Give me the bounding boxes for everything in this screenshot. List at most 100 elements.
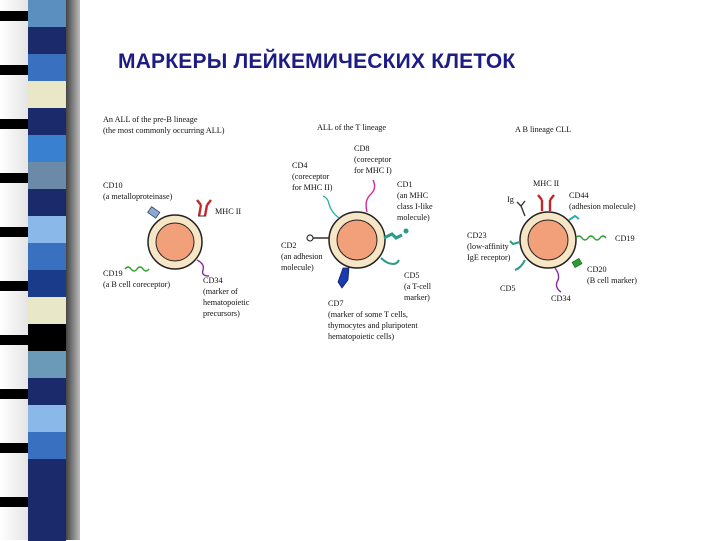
cd7-marker-icon <box>338 268 349 288</box>
cll-cd44-name: CD44 <box>569 191 589 200</box>
pre-b-cd34-desc-2: hematopoietic <box>203 298 250 307</box>
strip-square <box>28 324 66 352</box>
cll-cd23-name: CD23 <box>467 231 487 240</box>
decorative-side-strip <box>0 0 80 540</box>
pre-b-cd19-desc: (a B cell coreceptor) <box>103 280 170 289</box>
cd20-marker-icon <box>572 258 582 267</box>
t-cd4-desc-2: for MHC II) <box>292 183 333 192</box>
cll-cd19-name: CD19 <box>615 234 635 243</box>
strip-square <box>28 189 66 217</box>
cd10-marker-icon <box>148 207 160 218</box>
t-cd1-name: CD1 <box>397 180 412 189</box>
t-cd8-desc-1: (coreceptor <box>354 155 392 164</box>
strip-square <box>28 297 66 325</box>
cll-cd23-desc-1: (low-affinity <box>467 242 510 251</box>
strip-square <box>28 27 66 55</box>
t-cd7-desc-1: (marker of some T cells, <box>328 310 408 319</box>
strip-square <box>28 135 66 163</box>
cd4-marker-icon <box>323 196 339 218</box>
strip-square <box>28 405 66 433</box>
ig-marker-icon <box>517 201 525 216</box>
strip-dash <box>0 11 28 21</box>
cll-cd20-desc: (B cell marker) <box>587 276 637 285</box>
strip-square <box>28 162 66 190</box>
panel-b-lineage-cll: A B lineage CLL MHC II Ig CD44 (adhesion… <box>467 125 637 303</box>
strip-square <box>28 108 66 136</box>
t-heading: ALL of the T lineage <box>317 123 386 132</box>
pre-b-cd34-desc-1: (marker of <box>203 287 238 296</box>
diagram-svg: An ALL of the pre-B lineage (the most co… <box>95 110 695 350</box>
pre-b-cd10-desc: (a metalloproteinase) <box>103 192 173 201</box>
strip-dash <box>0 497 28 507</box>
pre-b-cd19-name: CD19 <box>103 269 123 278</box>
pre-b-cd34-desc-3: precursors) <box>203 309 240 318</box>
pre-b-cd34-name: CD34 <box>203 276 223 285</box>
t-cd5-desc-2: marker) <box>404 293 430 302</box>
strip-square <box>28 459 66 487</box>
strip-dash <box>0 389 28 399</box>
strip-dash <box>0 443 28 453</box>
panel-t-lineage-all: ALL of the T lineage CD8 (coreceptor for… <box>281 123 433 341</box>
pre-b-mhc-name: MHC II <box>215 207 241 216</box>
cd5-marker-icon <box>381 258 399 264</box>
slide-title: МАРКЕРЫ ЛЕЙКЕМИЧЕСКИХ КЛЕТОК <box>118 50 515 74</box>
cll-mhc-ii-marker-icon <box>538 195 554 211</box>
strip-square <box>28 378 66 406</box>
t-cd5-desc-1: (a T-cell <box>404 282 432 291</box>
strip-square <box>28 432 66 460</box>
strip-square <box>28 81 66 109</box>
strip-dash <box>0 65 28 75</box>
cll-cd23-desc-2: IgE receptor) <box>467 253 511 262</box>
mhc-ii-marker-icon <box>197 200 211 216</box>
t-cd4-name: CD4 <box>292 161 307 170</box>
cll-cd19-marker-icon <box>576 236 606 240</box>
pre-b-heading-1: An ALL of the pre-B lineage <box>103 115 198 124</box>
t-cd5-name: CD5 <box>404 271 419 280</box>
pre-b-cell-nucleus <box>156 223 194 261</box>
cll-cd5-name: CD5 <box>500 284 515 293</box>
cll-cd44-desc: (adhesion molecule) <box>569 202 636 211</box>
strip-square <box>28 486 66 514</box>
t-cell-nucleus <box>337 220 377 260</box>
cd19-marker-icon <box>125 267 149 271</box>
t-cd7-desc-3: hematopoietic cells) <box>328 332 394 341</box>
cll-ig-name: Ig <box>507 195 514 204</box>
pre-b-heading-2: (the most commonly occurring ALL) <box>103 126 225 135</box>
cd23-marker-icon <box>510 241 520 244</box>
cd2-marker-icon <box>307 235 329 241</box>
pre-b-cd10-name: CD10 <box>103 181 123 190</box>
strip-dash <box>0 119 28 129</box>
cd34-marker-icon <box>197 260 209 276</box>
strip-square <box>28 513 66 541</box>
cll-cell-nucleus <box>528 220 568 260</box>
strip-dash <box>0 227 28 237</box>
cll-heading: A B lineage CLL <box>515 125 571 134</box>
strip-square <box>28 0 66 28</box>
t-cd2-desc-2: molecule) <box>281 263 314 272</box>
t-cd1-desc-2: class I-like <box>397 202 433 211</box>
t-cd4-desc-1: (coreceptor <box>292 172 330 181</box>
t-cd2-name: CD2 <box>281 241 296 250</box>
strip-square <box>28 270 66 298</box>
cll-cd34-marker-icon <box>555 268 561 292</box>
strip-square <box>28 54 66 82</box>
t-cd1-desc-3: molecule) <box>397 213 430 222</box>
cd8-marker-icon <box>366 180 375 212</box>
cll-mhc-name: MHC II <box>533 179 559 188</box>
cd1-marker-icon <box>384 229 409 239</box>
strip-dash <box>0 335 28 345</box>
strip-dash <box>0 281 28 291</box>
cd44-marker-icon <box>569 216 579 220</box>
cll-cd20-name: CD20 <box>587 265 607 274</box>
t-cd8-name: CD8 <box>354 144 369 153</box>
t-cd8-desc-2: for MHC I) <box>354 166 392 175</box>
panel-pre-b-all: An ALL of the pre-B lineage (the most co… <box>103 115 250 318</box>
strip-square <box>28 243 66 271</box>
leukemic-cell-markers-diagram: An ALL of the pre-B lineage (the most co… <box>95 110 695 355</box>
strip-square <box>28 351 66 379</box>
t-cd1-desc-1: (an MHC <box>397 191 429 200</box>
cll-cd5-marker-icon <box>515 260 525 270</box>
strip-shadow <box>66 0 80 540</box>
t-cd7-desc-2: thymocytes and pluripotent <box>328 321 418 330</box>
t-cd2-desc-1: (an adhesion <box>281 252 323 261</box>
